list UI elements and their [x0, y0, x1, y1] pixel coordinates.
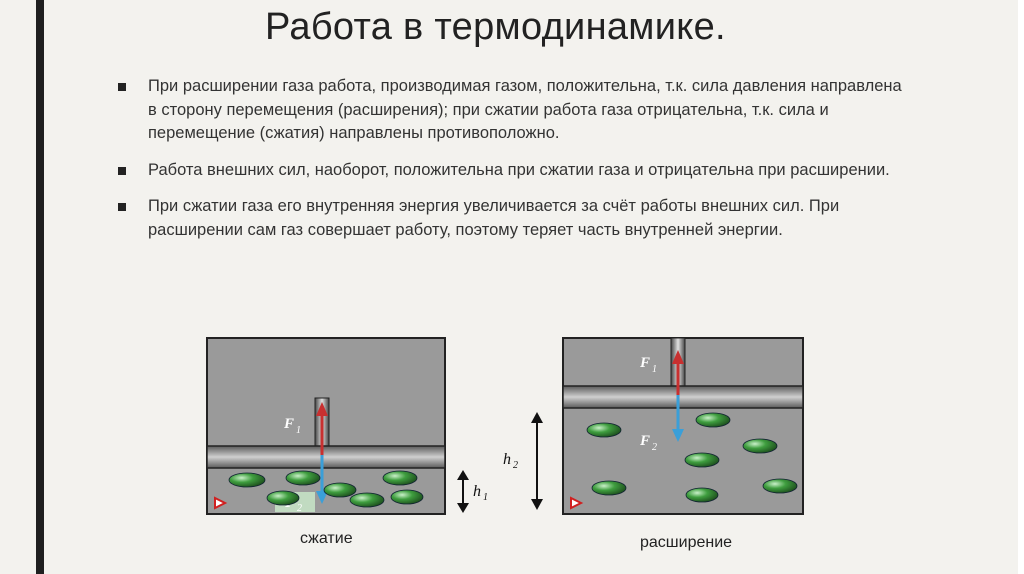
gas-molecule [323, 482, 357, 498]
expansion-caption: расширение [640, 534, 733, 551]
gas-molecule [285, 470, 321, 486]
force1-arrowhead [672, 350, 684, 364]
play-icon [214, 496, 228, 510]
gas-molecule [382, 470, 418, 486]
piston [206, 445, 446, 469]
gas-molecule [742, 438, 778, 454]
slide-title: Работа в термодинамике. [265, 6, 726, 48]
h1-subscript: 1 [483, 492, 488, 503]
force2-subscript: 2 [652, 442, 657, 453]
gas-molecule [349, 492, 385, 508]
bullet-square-icon [118, 203, 126, 211]
h2-arrow-up [531, 412, 543, 423]
h1-arrow-up [457, 470, 469, 480]
left-accent-bar [36, 0, 44, 574]
gas-molecule [586, 422, 622, 438]
force1-subscript: 1 [652, 364, 657, 375]
force1-subscript: 1 [296, 425, 301, 436]
play-icon [570, 496, 584, 510]
gas-molecule [762, 478, 798, 494]
force2-label: F [639, 433, 650, 449]
bullet-text: Работа внешних сил, наоборот, положитель… [148, 160, 890, 179]
gas-molecule [390, 489, 424, 505]
bullet-item: При расширении газа работа, производимая… [118, 75, 918, 146]
h2-arrow-down [531, 499, 543, 510]
compression-caption: сжатие [300, 530, 353, 547]
bullet-text: При сжатии газа его внутренняя энергия у… [148, 197, 840, 239]
bullet-list: При расширении газа работа, производимая… [118, 75, 918, 255]
gas-molecule [266, 490, 300, 506]
bullet-item: Работа внешних сил, наоборот, положитель… [118, 159, 918, 183]
force2-arrowhead [672, 429, 684, 442]
h2-label: h [503, 451, 511, 468]
gas-molecule [591, 480, 627, 496]
force2-arrowhead [316, 491, 328, 504]
force1-label: F [283, 416, 294, 432]
gas-molecule [695, 412, 731, 428]
bullet-square-icon [118, 83, 126, 91]
h1-label: h [473, 483, 481, 500]
bullet-square-icon [118, 166, 126, 175]
bullet-item: При сжатии газа его внутренняя энергия у… [118, 195, 918, 242]
h2-subscript: 2 [513, 460, 518, 471]
bullet-text: При расширении газа работа, производимая… [148, 77, 902, 142]
gas-molecule [684, 452, 720, 468]
force1-arrowhead [316, 402, 328, 416]
gas-molecule [685, 487, 719, 503]
compression-diagram: F 1 F 2 h 1 [206, 337, 488, 515]
piston [562, 385, 804, 409]
gas-molecule [228, 472, 266, 488]
force2-subscript: 2 [297, 503, 302, 514]
expansion-diagram: h 2 F 1 F 2 [503, 337, 804, 515]
force1-label: F [639, 355, 650, 371]
h1-arrow-down [457, 503, 469, 513]
right-edge [1018, 0, 1024, 574]
